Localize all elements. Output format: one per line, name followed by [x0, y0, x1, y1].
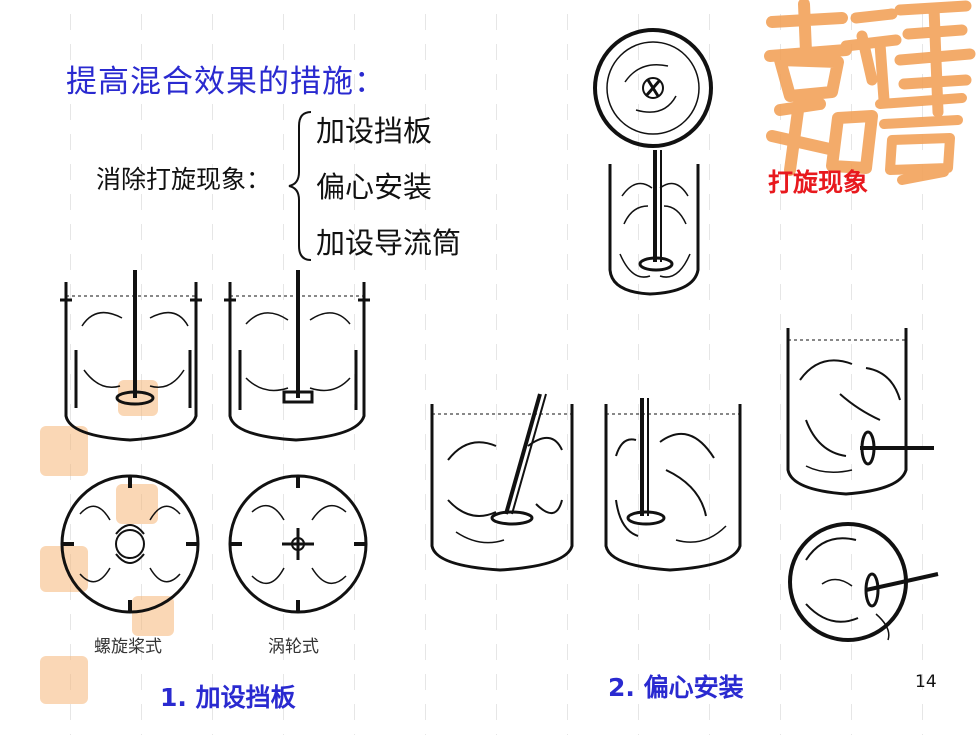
option-baffle: 加设挡板	[316, 114, 433, 148]
section-2-label: 2. 偏心安装	[608, 673, 744, 702]
vortex-elimination-label: 消除打旋现象：	[96, 165, 272, 194]
page-number: 14	[915, 672, 937, 692]
slide-title: 提高混合效果的措施：	[66, 64, 386, 100]
caption-turbine: 涡轮式	[268, 637, 319, 657]
caption-propeller: 螺旋桨式	[94, 637, 162, 657]
option-draft-tube: 加设导流筒	[316, 226, 462, 260]
option-eccentric: 偏心安装	[316, 170, 433, 204]
vortex-label: 打旋现象	[768, 168, 869, 197]
section-1-label: 1. 加设挡板	[160, 683, 296, 712]
curly-brace-icon	[288, 111, 312, 261]
